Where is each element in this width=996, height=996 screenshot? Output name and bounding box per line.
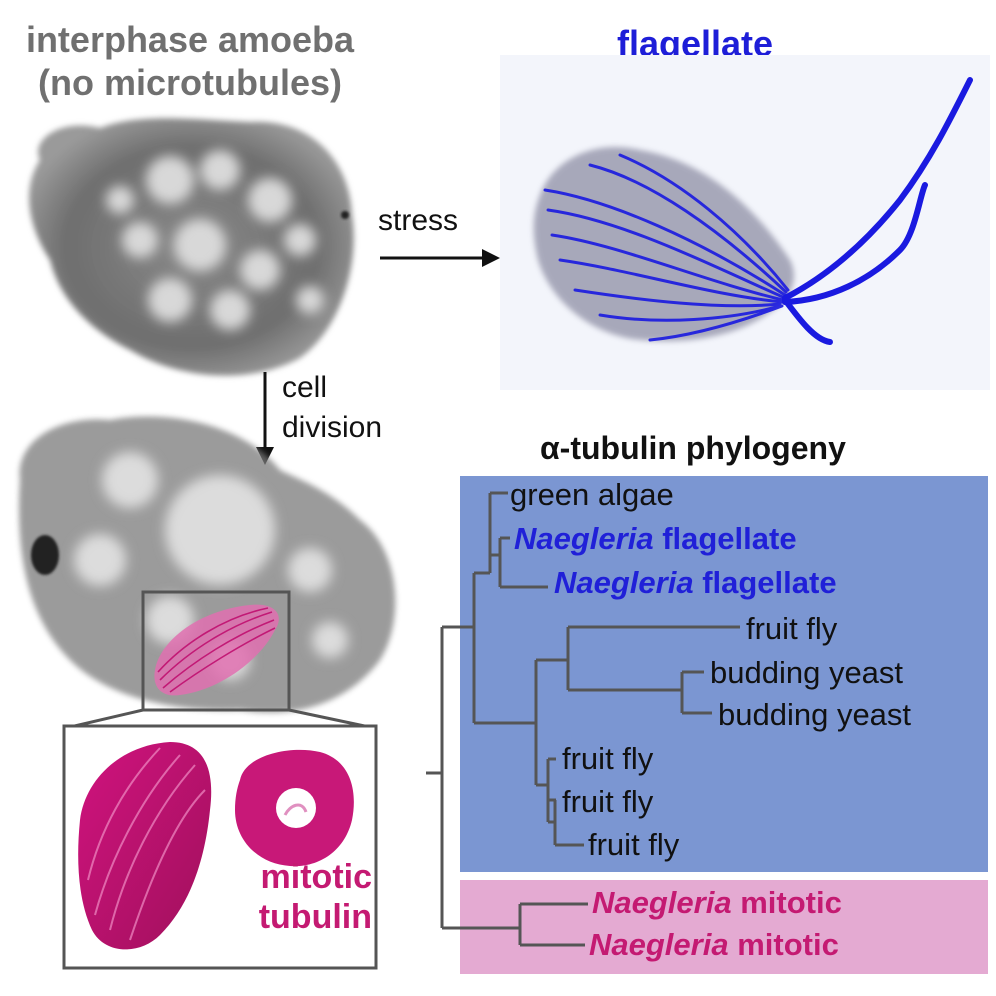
leaf-name: mitotic (728, 927, 839, 962)
interphase-title-line2: (no microtubules) (38, 62, 342, 103)
leaf-budding-yeast-2: budding yeast (718, 698, 911, 732)
leaf-budding-yeast-1: budding yeast (710, 656, 903, 690)
leaf-green-algae: green algae (510, 478, 674, 512)
mitotic-clade-box (460, 880, 988, 974)
leaf-name: green algae (510, 477, 674, 512)
leaf-name: mitotic (731, 885, 842, 920)
leaf-fruit-fly-4: fruit fly (588, 828, 679, 862)
cell-division-label-line2: division (282, 411, 383, 444)
interphase-title-line1: interphase amoeba (25, 19, 355, 60)
leaf-genus: Naegleria (592, 885, 732, 920)
leaf-fruit-fly-1: fruit fly (746, 612, 837, 646)
mitotic-tubulin-label: mitotic tubulin (212, 857, 372, 937)
leaf-name: budding yeast (710, 655, 904, 690)
phylogeny-title: α-tubulin phylogeny (540, 430, 846, 466)
leaf-naegleria-flagellate-1: Naegleria flagellate (514, 522, 797, 556)
leaf-fruit-fly-2: fruit fly (562, 742, 653, 776)
leaf-genus: Naegleria (514, 521, 654, 556)
dividing-amoeba-image (19, 416, 396, 713)
leaf-name: fruit fly (562, 741, 654, 776)
leaf-name: fruit fly (746, 611, 838, 646)
leaf-genus: Naegleria (589, 927, 729, 962)
leaf-name: fruit fly (588, 827, 680, 862)
leaf-naegleria-mitotic-2: Naegleria mitotic (589, 928, 839, 962)
spindle-3d-side-view (78, 742, 212, 950)
leaf-name: flagellate (653, 521, 797, 556)
cell-division-label: cell division (282, 368, 382, 448)
leaf-name: budding yeast (718, 697, 912, 732)
cell-division-label-line1: cell (282, 371, 328, 404)
interphase-title: interphase amoeba (no microtubules) (0, 18, 380, 104)
flagellate-cell-image (533, 77, 973, 345)
phylogeny-tree (426, 491, 740, 947)
spindle-3d-end-view (235, 749, 354, 867)
leaf-fruit-fly-3: fruit fly (562, 785, 653, 819)
leaf-genus: Naegleria (554, 565, 694, 600)
leaf-naegleria-mitotic-1: Naegleria mitotic (592, 886, 842, 920)
leaf-naegleria-flagellate-2: Naegleria flagellate (554, 566, 837, 600)
leaf-name: fruit fly (562, 784, 654, 819)
spindle-zoom-box (141, 590, 291, 712)
leaf-name: flagellate (693, 565, 837, 600)
stress-label: stress (378, 204, 459, 237)
interphase-amoeba-image (29, 118, 354, 376)
mitotic-tubulin-line2: tubulin (258, 898, 372, 936)
mitotic-spindle-image (154, 604, 279, 696)
mitotic-tubulin-line1: mitotic (260, 858, 372, 896)
